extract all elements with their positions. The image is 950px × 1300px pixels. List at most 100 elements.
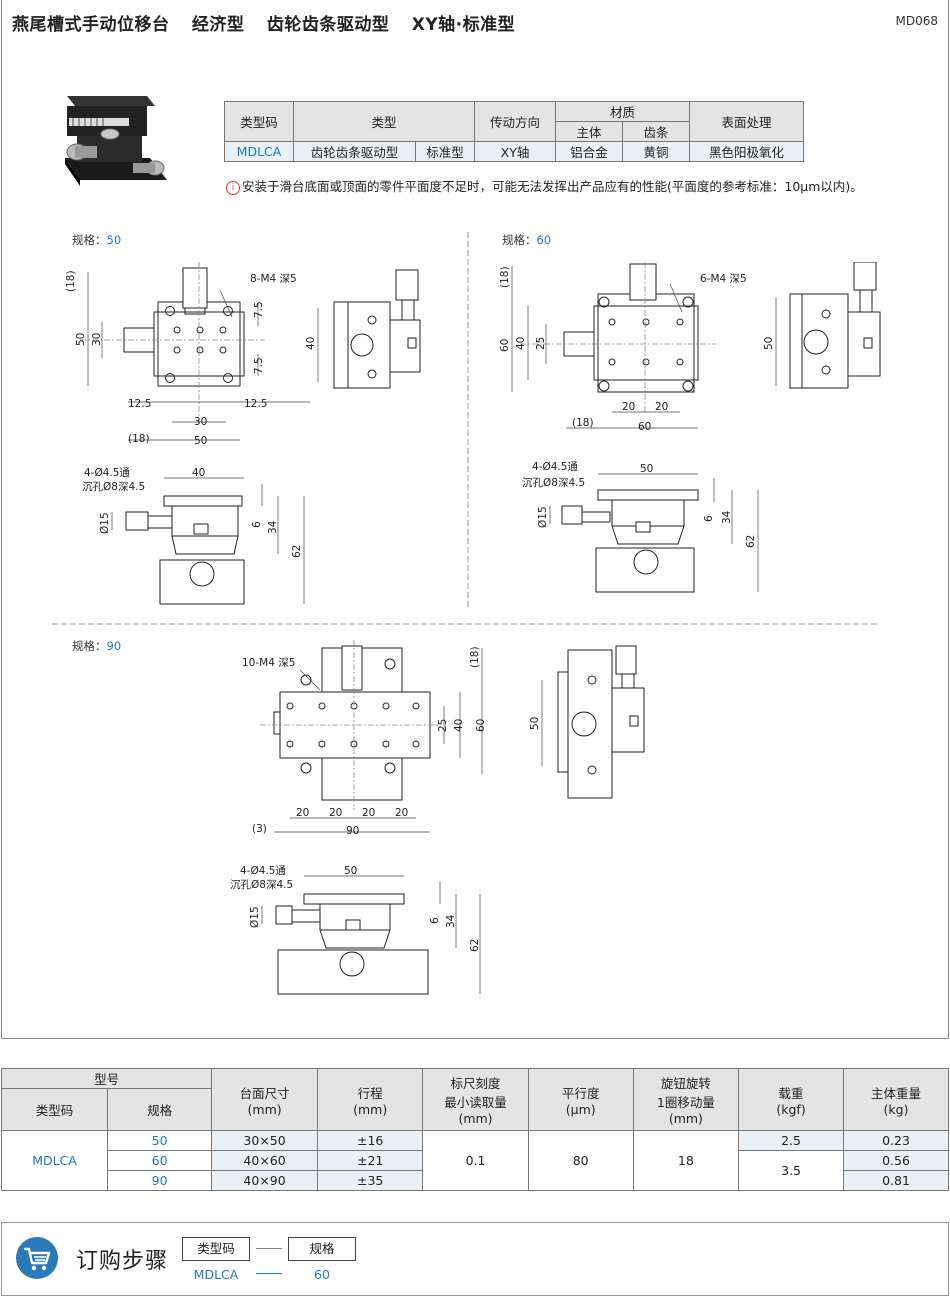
dim-spec50-d18b: (18)	[128, 433, 150, 445]
dim-spec50-d50: 50	[75, 333, 87, 346]
cell-table-size-1: 30×50	[211, 1130, 319, 1151]
dim-spec50-d75b: 7.5	[253, 357, 265, 374]
title-part-4: XY轴·标准型	[411, 15, 516, 35]
cell-load-a: 2.5	[738, 1130, 845, 1151]
cell-drive: XY轴	[474, 141, 556, 162]
cell-size-1: 50	[107, 1130, 213, 1151]
order-box-type-code: 类型码	[182, 1237, 250, 1261]
cell-load-b: 3.5	[738, 1150, 845, 1191]
dim-spec90-d62: 62	[469, 939, 481, 952]
spec60-top-view: (18) 60 40 25 20 20 (18) 60 6-M4 深5	[499, 262, 747, 433]
dim-spec60-d60b: 60	[638, 421, 651, 433]
th-size: 规格	[107, 1088, 213, 1131]
dim-spec60-d18b: (18)	[572, 417, 594, 429]
th-load: 载重 (kgf)	[738, 1068, 845, 1131]
cell-weight-3: 0.81	[843, 1170, 949, 1191]
spec-label-60: 规格：60	[502, 232, 551, 248]
spec-sheet-frame	[1, 0, 949, 1039]
spec60-front-view: 50 4-Ø4.5通 沉孔Ø8深4.5 Ø15 6 34 62	[522, 461, 759, 593]
dim-spec50-d34: 34	[267, 520, 279, 534]
dim-spec50-hole: 4-Ø4.5通	[84, 467, 130, 479]
dim-spec60-d6: 6	[703, 515, 715, 522]
dim-spec90-d6: 6	[429, 917, 441, 924]
dim-spec50-d18a: (18)	[65, 270, 77, 292]
dim-spec90-d20b: 20	[329, 807, 342, 819]
order-steps: 订购步骤 类型码 规格 MDLCA 60	[1, 1222, 949, 1296]
product-code: MD068	[895, 14, 939, 28]
dim-spec50-d125a: 12.5	[128, 398, 151, 410]
cart-icon	[16, 1237, 58, 1279]
dim-spec50-d40b: 40	[192, 467, 205, 479]
th-surface: 表面处理	[689, 101, 804, 142]
th-knob: 旋钮旋转 1圈移动量 (mm)	[632, 1068, 740, 1131]
dim-spec50-d30b: 30	[194, 416, 207, 428]
dim-spec60-d40: 40	[515, 337, 527, 350]
spec-label-text: 规格：	[72, 233, 107, 247]
dim-spec90-d50b: 50	[344, 865, 357, 877]
dim-spec60-d62: 62	[745, 535, 757, 548]
dim-spec50-d6: 6	[251, 521, 263, 528]
dim-spec60-d20a: 20	[622, 401, 635, 413]
cell-size-2: 60	[107, 1150, 213, 1171]
note-text: 安装于滑台底面或顶面的零件平面度不足时，可能无法发挥出产品应有的性能(平面度的参…	[242, 179, 863, 194]
spec-label-90: 规格：90	[72, 638, 121, 654]
title-part-1: 燕尾槽式手动位移台	[12, 15, 170, 35]
order-title: 订购步骤	[76, 1249, 169, 1274]
th-material-body: 主体	[555, 121, 623, 142]
cell-size-3: 90	[107, 1170, 213, 1191]
cell-surface: 黑色阳极氧化	[689, 141, 804, 162]
dim-spec90-hole: 4-Ø4.5通	[240, 865, 286, 877]
spec-size-60: 60	[536, 233, 552, 247]
dim-spec50-d50b: 50	[194, 435, 207, 447]
spec50-top-view: (18) 50 30 7.5 7.5 12.5 12.5 30 (18) 50 …	[65, 262, 310, 447]
spec-size-50: 50	[106, 233, 122, 247]
cell-type-b: 标准型	[415, 141, 475, 162]
dim-spec50-d75a: 7.5	[253, 301, 265, 318]
dim-spec50-tap: 8-M4 深5	[250, 273, 297, 285]
dim-spec60-d18a: (18)	[499, 266, 511, 288]
cell-gear: 黄铜	[622, 141, 690, 162]
dim-spec90-d15: Ø15	[249, 906, 261, 928]
title-part-3: 齿轮齿条驱动型	[266, 15, 390, 35]
spec-size-90: 90	[106, 639, 122, 653]
spec90-top-view: (18) 25 40 60 20 20 20 20 (3) 90 10-M4 深…	[242, 640, 487, 837]
th-material: 材质	[555, 101, 690, 122]
spec-label-text: 规格：	[72, 639, 107, 653]
spec-label-50: 规格：50	[72, 232, 121, 248]
dim-spec60-d34: 34	[721, 510, 733, 524]
dim-spec90-d20d: 20	[395, 807, 408, 819]
dim-spec60-d50: 50	[763, 337, 775, 350]
dim-spec60-d50b: 50	[640, 463, 653, 475]
th-scale: 标尺刻度 最小读取量 (mm)	[422, 1068, 529, 1131]
cell-parallel: 80	[527, 1130, 634, 1191]
cell-type-a: 齿轮齿条驱动型	[292, 141, 417, 162]
dim-spec90-d20a: 20	[296, 807, 309, 819]
product-photo	[65, 96, 167, 186]
spec50-side-view: 40	[305, 269, 421, 389]
th-parallel: 平行度 (μm)	[527, 1068, 634, 1131]
dim-spec60-d25: 25	[535, 337, 547, 350]
dim-spec60-d20b: 20	[655, 401, 668, 413]
dim-spec90-counterbore: 沉孔Ø8深4.5	[230, 878, 293, 891]
cell-scale: 0.1	[422, 1130, 529, 1191]
dim-spec50-d40: 40	[305, 337, 317, 350]
cell-type-code: MDLCA	[224, 141, 294, 162]
dim-spec60-counterbore: 沉孔Ø8深4.5	[522, 476, 585, 489]
cell-table-size-3: 40×90	[211, 1170, 319, 1191]
dim-spec50-d15: Ø15	[99, 512, 111, 534]
th-model: 型号	[0, 1068, 213, 1089]
dim-spec90-d20c: 20	[362, 807, 375, 819]
th-drive: 传动方向	[474, 101, 556, 142]
order-value-type-code: MDLCA	[193, 1267, 239, 1282]
drawing-separators	[52, 232, 878, 625]
title-part-2: 经济型	[191, 15, 245, 35]
cell-knob: 18	[632, 1130, 740, 1191]
spec50-front-view: 40 4-Ø4.5通 沉孔Ø8深4.5 Ø15 6 34 62	[82, 467, 305, 605]
dim-spec60-tap: 6-M4 深5	[700, 273, 747, 285]
cell-stroke-2: ±21	[317, 1150, 424, 1171]
order-connector	[256, 1248, 282, 1249]
cell-table-size-2: 40×60	[211, 1150, 319, 1171]
cell-model-type-code: MDLCA	[0, 1130, 109, 1191]
dim-spec90-d50: 50	[529, 717, 541, 730]
